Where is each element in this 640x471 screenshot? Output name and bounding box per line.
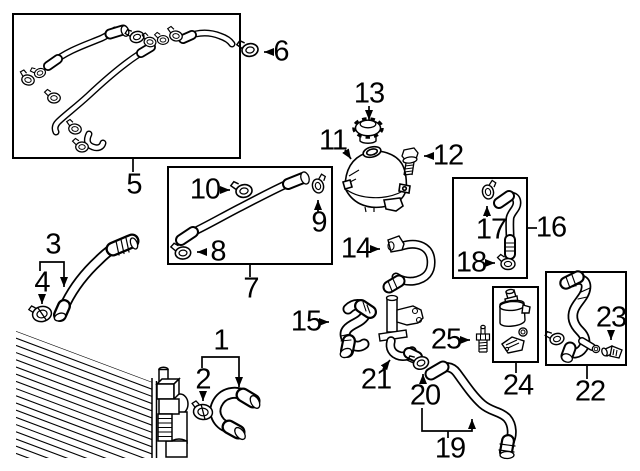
group-box-24-aux-pump [492, 286, 539, 363]
callout-leaders [38, 48, 615, 438]
hose-15 [339, 299, 377, 359]
water-outlet-21 [378, 294, 424, 363]
callout-label-17: 17 [475, 213, 507, 246]
hose-1 [209, 386, 261, 441]
callout-label-7: 7 [243, 272, 259, 305]
callout-label-18: 18 [455, 246, 487, 279]
callout-label-14: 14 [340, 232, 372, 265]
callout-label-6: 6 [273, 35, 289, 68]
oring-icon [518, 327, 528, 337]
hose-3 [53, 233, 140, 322]
callout-label-9: 9 [311, 206, 327, 239]
clamp-2 [189, 399, 215, 422]
group-box-5-hose-kit [12, 13, 241, 159]
hose-14 [382, 235, 436, 294]
callout-label-23: 23 [595, 301, 627, 334]
callout-label-20: 20 [409, 379, 441, 412]
callout-label-12: 12 [432, 139, 464, 172]
hose-19 [424, 360, 517, 460]
callout-label-2: 2 [195, 363, 211, 396]
callout-label-11: 11 [318, 124, 348, 157]
bolt-25 [475, 324, 491, 353]
coolant-reservoir [342, 145, 411, 213]
fitting-23 [601, 345, 623, 359]
callout-label-24: 24 [502, 369, 534, 402]
callout-label-25: 25 [430, 323, 462, 356]
callout-label-13: 13 [353, 77, 385, 110]
callout-label-10: 10 [189, 173, 221, 206]
callout-label-21: 21 [360, 363, 392, 396]
callout-label-22: 22 [574, 375, 606, 408]
oring-icon [591, 344, 601, 354]
clamp-4 [27, 301, 54, 325]
callout-label-4: 4 [34, 266, 50, 299]
group-box-7-hose [167, 166, 333, 265]
bolt-12 [401, 147, 419, 176]
callout-label-5: 5 [126, 168, 142, 201]
reservoir-cap [352, 117, 384, 144]
callout-label-19: 19 [434, 432, 466, 465]
group-box-22-hose [543, 270, 627, 366]
radiator [16, 331, 189, 458]
callout-label-15: 15 [290, 305, 322, 338]
callout-label-3: 3 [45, 228, 61, 261]
callout-label-16: 16 [535, 211, 567, 244]
callout-label-8: 8 [210, 235, 226, 268]
callout-label-1: 1 [213, 324, 229, 357]
